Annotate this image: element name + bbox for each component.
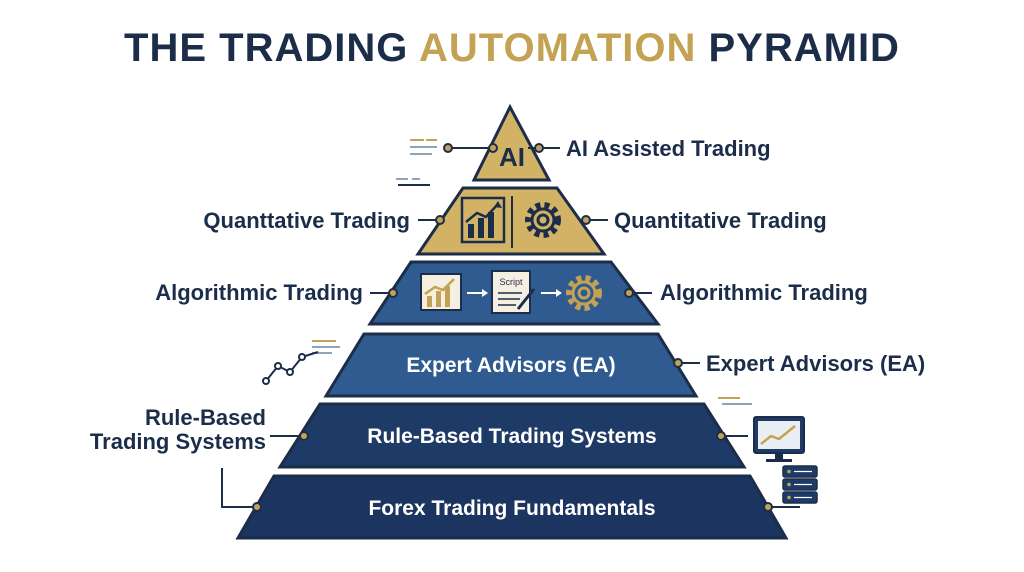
- line-chart-icon: [262, 351, 319, 385]
- text-lines-icon: [312, 340, 340, 354]
- tier-ea-label: Expert Advisors (EA): [406, 354, 615, 377]
- arrow-icon: [541, 289, 562, 297]
- label-quant-right: Quantitative Trading: [614, 208, 827, 233]
- title-part-3: PYRAMID: [696, 26, 900, 70]
- connectors: [221, 143, 800, 512]
- label-rule-left-line2: Trading Systems: [90, 429, 266, 454]
- bar-chart-icon: [460, 196, 506, 244]
- label-ai-right: AI Assisted Trading: [566, 136, 771, 161]
- text-lines-icon: [410, 139, 437, 155]
- title-accent: AUTOMATION: [418, 26, 697, 70]
- script-icon-label: Script: [499, 277, 523, 287]
- label-quant-left: Quanttative Trading: [203, 208, 410, 233]
- arrow-icon: [467, 289, 488, 297]
- tier-rule-label: Rule-Based Trading Systems: [367, 425, 656, 448]
- server-icon: [782, 465, 818, 504]
- gear-icon: [566, 275, 602, 311]
- page-title: THE TRADING AUTOMATION PYRAMID: [0, 26, 1024, 71]
- bar-chart-icon: [420, 273, 462, 311]
- script-icon: Script: [491, 270, 536, 314]
- tier-forex-shape: [235, 474, 789, 540]
- label-ea-right: Expert Advisors (EA): [706, 351, 925, 376]
- gear-icon: [525, 202, 561, 238]
- monitor-chart-icon: [753, 416, 805, 462]
- text-lines-icon: [396, 178, 430, 186]
- tier-rule: Rule-Based Trading Systems: [277, 402, 747, 469]
- tier-ea: Expert Advisors (EA): [323, 332, 699, 398]
- tier-quant: [415, 186, 607, 256]
- label-algo-left: Algorithmic Trading: [155, 280, 363, 305]
- label-algo-right: Algorithmic Trading: [660, 280, 868, 305]
- title-part-1: THE TRADING: [124, 26, 419, 70]
- tier-algo: Script: [367, 260, 662, 326]
- ai-icon-text: AI: [499, 142, 525, 172]
- tier-forex: Forex Trading Fundamentals: [235, 474, 789, 540]
- tier-rule-shape: [277, 402, 747, 469]
- label-rule-left-line1: Rule-Based: [145, 405, 266, 430]
- tier-ea-shape: [323, 332, 699, 398]
- tier-forex-label: Forex Trading Fundamentals: [368, 497, 655, 520]
- text-lines-icon: [718, 397, 752, 405]
